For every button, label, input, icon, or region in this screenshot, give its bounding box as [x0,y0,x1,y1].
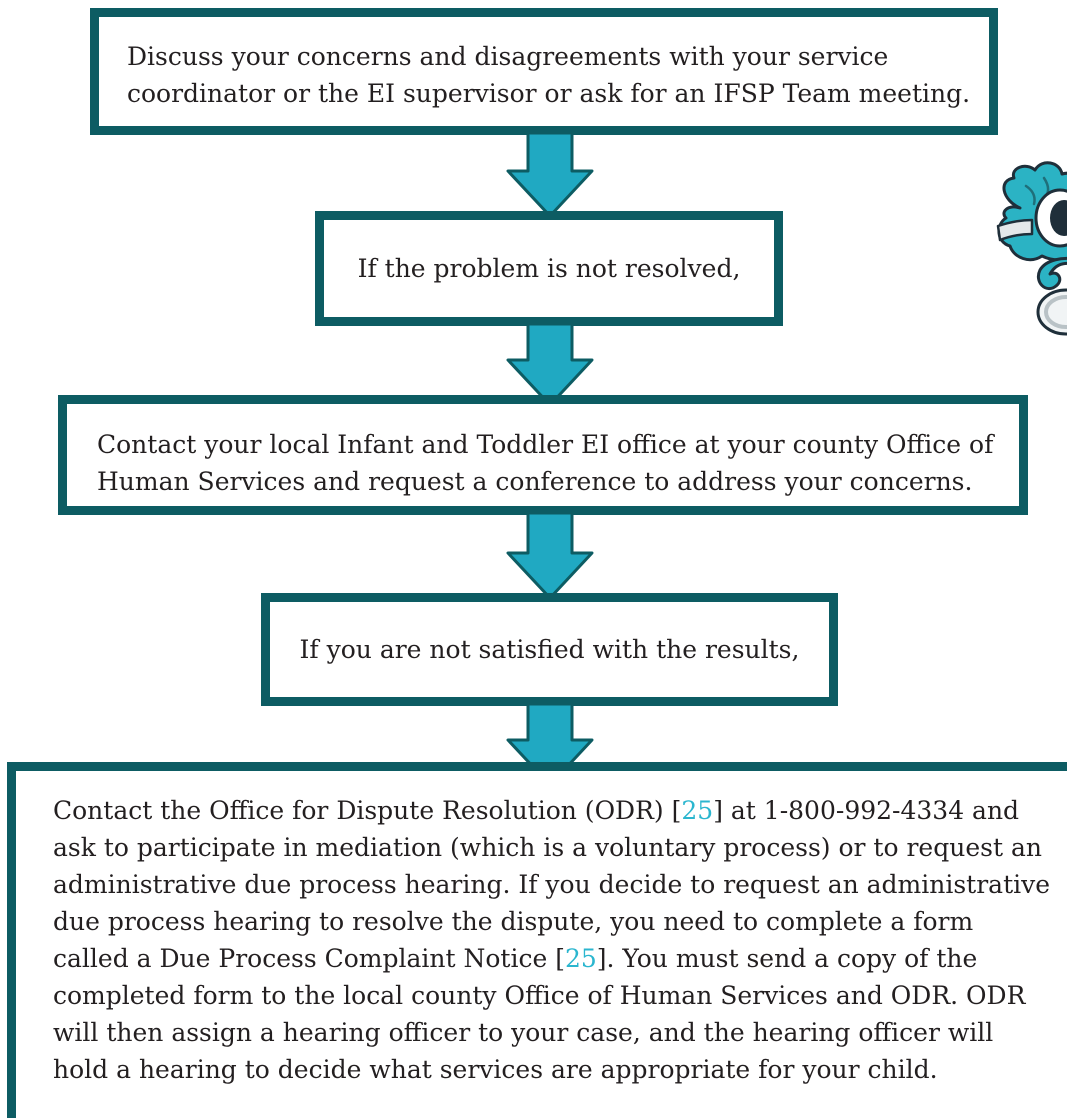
step-5-text-part3: ]. You must send a copy of the completed… [53,944,1026,1084]
step-2-box: If the problem is not resolved, [315,211,783,326]
down-arrow-3-shape [506,511,594,600]
step-1-box: Discuss your concerns and disagreements … [90,8,998,135]
reference-link-25[interactable]: 25 [681,796,714,825]
step-5-box: Contact the Office for Dispute Resolutio… [7,762,1067,1118]
down-arrow-3 [506,511,594,600]
step-5-text-part1: Contact the Office for Dispute Resolutio… [53,796,682,825]
mascot-pupil [1050,200,1067,236]
mascot-goggle-strap [996,218,1034,242]
step-5-text-part2: ] at 1-800-992-4334 and ask to participa… [53,796,1051,973]
down-arrow-1-shape [506,131,594,218]
step-4-box: If you are not satisfied with the result… [261,593,838,706]
mascot-magnifier-rim [1044,295,1067,329]
step-3-text: Contact your local Infant and Toddler EI… [97,430,994,496]
mascot-mustache [1037,256,1067,291]
step-4-text: If you are not satisfied with the result… [299,635,800,664]
reference-link-25-second[interactable]: 25 [564,944,597,973]
step-2-text: If the problem is not resolved, [357,254,741,283]
mascot-character-icon [996,161,1067,336]
step-1-text: Discuss your concerns and disagreements … [127,42,971,108]
down-arrow-1 [506,131,594,218]
mascot-magnifier [1036,288,1067,336]
step-3-box: Contact your local Infant and Toddler EI… [58,395,1028,515]
down-arrow-2 [506,322,594,407]
down-arrow-2-shape [506,322,594,407]
